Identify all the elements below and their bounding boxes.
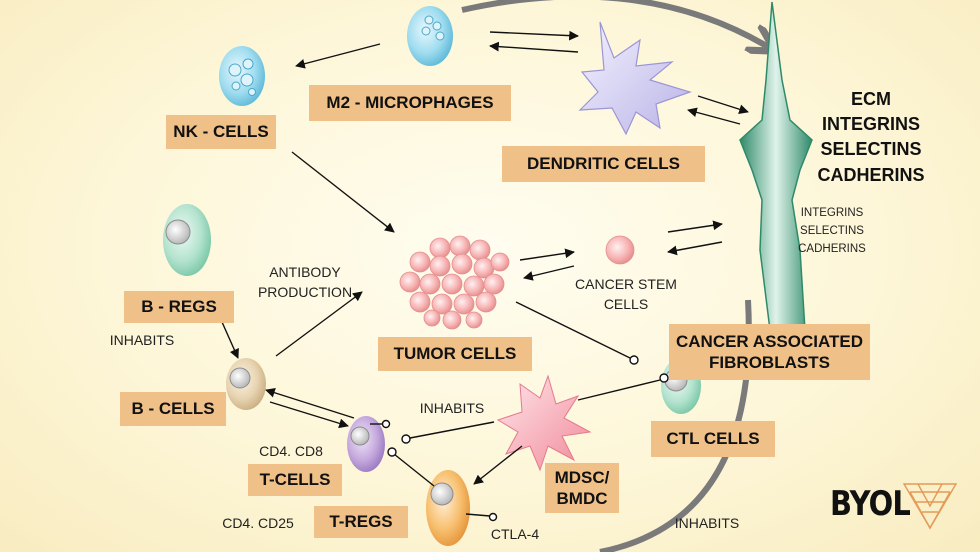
cancer-stem-cells-label: CANCER STEM CELLS	[556, 274, 696, 315]
production-line: PRODUCTION	[257, 284, 353, 301]
cancer-associated-fibroblasts-label: CANCER ASSOCIATED FIBROBLASTS	[669, 324, 870, 380]
nk-cells-label: NK - CELLS	[166, 115, 276, 149]
b-regs-label: B - REGS	[124, 291, 234, 323]
ecm-small-list: INTEGRINS SELECTINS CADHERINS	[787, 205, 877, 258]
cells-line: CELLS	[603, 296, 649, 313]
ctla4-label: CTLA-4	[490, 526, 540, 542]
ecm-main-item: ECM	[851, 89, 891, 109]
t-regs-label: T-REGS	[314, 506, 408, 538]
cd4-cd25-label: CD4. CD25	[222, 515, 294, 531]
mdsc-label-line-2: BMDC	[556, 489, 608, 508]
inhabits-bottom-label: INHABITS	[674, 515, 740, 531]
mdsc-bmdc-label: MDSC/ BMDC	[545, 463, 619, 513]
fibroblast-icon	[739, 1, 813, 331]
antibody-line: ANTIBODY	[269, 264, 341, 280]
ctl-cells-label: CTL CELLS	[651, 421, 775, 457]
t-cell-icon	[347, 416, 385, 472]
m2-macrophage-icon	[407, 6, 453, 66]
byol-logo: BYOL	[830, 484, 911, 524]
b-cell-icon	[226, 358, 266, 410]
tumor-cells-label: TUMOR CELLS	[378, 337, 532, 371]
ecm-main-list: ECM INTEGRINS SELECTINS CADHERINS	[806, 87, 936, 188]
b-reg-cell-icon	[163, 204, 211, 276]
mdsc-cell-icon	[496, 374, 592, 472]
inhibition-end-markers	[381, 355, 669, 522]
caf-label-line-2: FIBROBLASTS	[709, 353, 830, 372]
m2-macrophages-label: M2 - MICROPHAGES	[309, 85, 511, 121]
t-cells-label: T-CELLS	[248, 464, 342, 496]
dendritic-cell-icon	[578, 21, 692, 136]
ecm-main-item: INTEGRINS	[821, 114, 920, 135]
dendritic-cells-label: DENDRITIC CELLS	[502, 146, 705, 182]
ecm-main-item: CADHERINS	[817, 164, 925, 185]
cancer-stem-cell-icon	[605, 235, 635, 265]
cancer-stem-line: CANCER STEM	[575, 276, 677, 292]
tumor-cells-icon	[399, 235, 510, 330]
ecm-small-item: CADHERINS	[798, 242, 866, 255]
antibody-production-label: ANTIBODY PRODUCTION	[250, 262, 360, 303]
ecm-small-item: SELECTINS	[800, 224, 864, 237]
inhabits-left-label: INHABITS	[109, 332, 175, 348]
ecm-small-item: INTEGRINS	[800, 207, 864, 219]
b-cells-label: B - CELLS	[120, 392, 226, 426]
inhabits-middle-label: INHABITS	[419, 400, 485, 416]
big-cycle-arc	[461, 0, 770, 48]
arrows	[221, 30, 749, 517]
t-reg-cell-icon	[426, 470, 470, 546]
mdsc-label-line-1: MDSC/	[554, 467, 610, 487]
cd4-cd8-label: CD4. CD8	[259, 443, 323, 459]
caf-label-line-1: CANCER ASSOCIATED	[675, 331, 863, 351]
nk-cell-icon	[219, 46, 265, 106]
logo-triangle-icon	[902, 483, 958, 530]
ecm-main-item: SELECTINS	[820, 139, 922, 160]
